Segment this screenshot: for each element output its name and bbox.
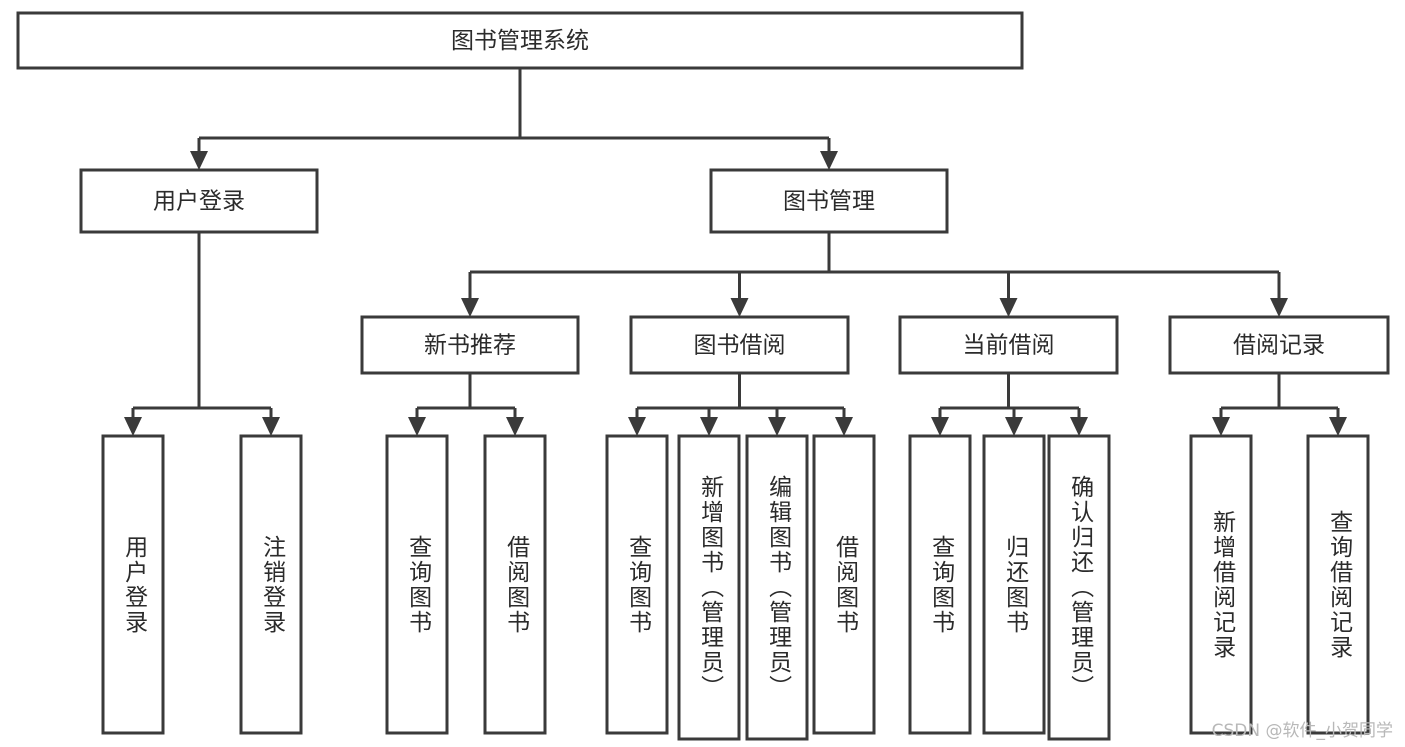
node-leaf-add-book-admin-label: 新增图书（管理员）	[696, 475, 723, 700]
node-leaf-query-book-1[interactable]: 查询图书	[385, 434, 449, 735]
node-current-borrow[interactable]: 当前借阅	[898, 315, 1119, 375]
node-leaf-return-book-label: 归还图书	[1001, 534, 1028, 635]
node-leaf-edit-book-admin[interactable]: 编辑图书（管理员）	[745, 434, 809, 741]
node-leaf-borrow-book-1-label: 借阅图书	[502, 534, 529, 635]
svg-text:图书管理: 图书管理	[783, 189, 875, 215]
node-root-system[interactable]: 图书管理系统	[16, 11, 1024, 70]
node-leaf-logout-login[interactable]: 注销登录	[239, 434, 303, 735]
node-leaf-borrow-book-2[interactable]: 借阅图书	[812, 434, 876, 735]
node-leaf-user-login-label: 用户登录	[120, 534, 147, 635]
node-leaf-user-login[interactable]: 用户登录	[101, 434, 165, 735]
node-leaf-logout-login-label: 注销登录	[258, 534, 285, 635]
svg-text:当前借阅: 当前借阅	[963, 333, 1055, 359]
svg-text:借阅记录: 借阅记录	[1233, 333, 1325, 359]
svg-text:用户登录: 用户登录	[153, 189, 245, 215]
node-leaf-borrow-book-1[interactable]: 借阅图书	[483, 434, 547, 735]
node-leaf-query-borrow-rec[interactable]: 查询借阅记录	[1306, 434, 1370, 735]
node-borrow-record[interactable]: 借阅记录	[1168, 315, 1390, 375]
node-leaf-add-borrow-rec[interactable]: 新增借阅记录	[1189, 434, 1253, 735]
node-leaf-return-book[interactable]: 归还图书	[982, 434, 1046, 735]
node-leaf-query-book-3-label: 查询图书	[927, 534, 954, 635]
node-leaf-query-borrow-rec-label: 查询借阅记录	[1325, 509, 1352, 660]
node-leaf-confirm-return[interactable]: 确认归还（管理员）	[1047, 434, 1111, 741]
node-user-login[interactable]: 用户登录	[79, 168, 319, 234]
connector-layer	[124, 68, 1347, 436]
svg-text:图书借阅: 图书借阅	[694, 333, 786, 359]
node-leaf-confirm-return-label: 确认归还（管理员）	[1066, 475, 1093, 700]
node-new-book-recommend[interactable]: 新书推荐	[360, 315, 580, 375]
svg-text:新书推荐: 新书推荐	[424, 333, 516, 359]
node-layer: 图书管理系统用户登录图书管理新书推荐图书借阅当前借阅借阅记录用户登录注销登录查询…	[16, 11, 1390, 741]
node-leaf-query-book-2[interactable]: 查询图书	[605, 434, 669, 735]
svg-text:图书管理系统: 图书管理系统	[451, 28, 589, 54]
node-book-manage[interactable]: 图书管理	[709, 168, 949, 234]
node-leaf-add-book-admin[interactable]: 新增图书（管理员）	[677, 434, 741, 741]
node-leaf-query-book-3[interactable]: 查询图书	[908, 434, 972, 735]
node-leaf-query-book-1-label: 查询图书	[404, 534, 431, 635]
node-leaf-add-borrow-rec-label: 新增借阅记录	[1208, 509, 1235, 660]
node-leaf-edit-book-admin-label: 编辑图书（管理员）	[764, 475, 791, 700]
node-book-borrow[interactable]: 图书借阅	[629, 315, 850, 375]
node-leaf-borrow-book-2-label: 借阅图书	[831, 534, 858, 635]
node-leaf-query-book-2-label: 查询图书	[624, 534, 651, 635]
